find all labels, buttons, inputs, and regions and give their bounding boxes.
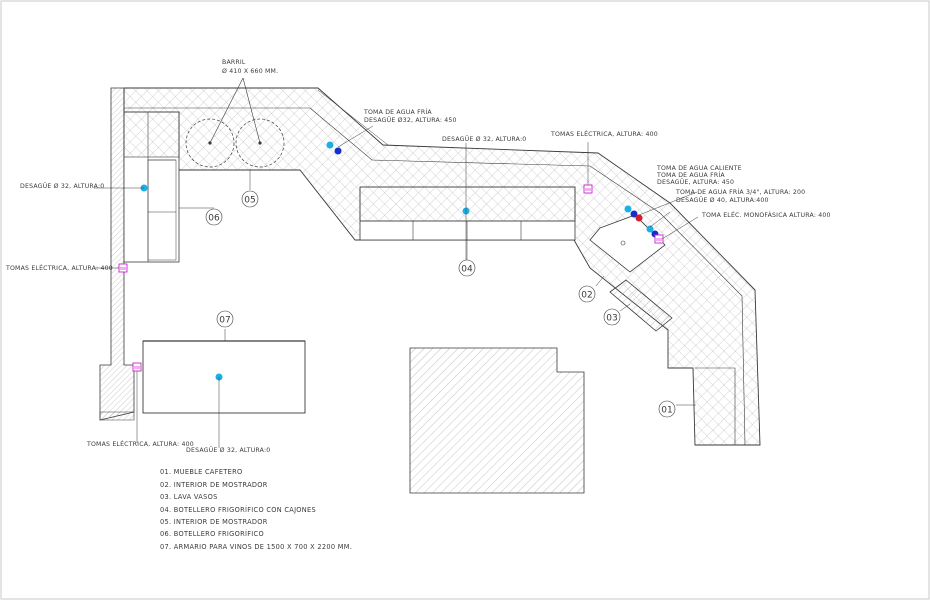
- coffee-unit-01: [695, 367, 736, 445]
- legend-item: 06. BOTELLERO FRIGORÍFICO: [160, 529, 264, 538]
- tag-06: 06: [205, 208, 223, 226]
- legend: 01. MUEBLE CAFETERO 02. INTERIOR DE MOST…: [160, 468, 352, 551]
- counter-inner-edge: [124, 107, 746, 446]
- drain-note-bottom: DESAGÜE Ø 32, ALTURA:0: [186, 445, 270, 454]
- socket-icon: [654, 234, 664, 244]
- legend-item: 05. INTERIOR DE MOSTRADOR: [160, 518, 268, 526]
- bottom-wall-stub: [99, 411, 135, 421]
- tag-04: 04: [458, 259, 476, 277]
- wine-cabinet-07: [142, 340, 306, 414]
- barrel-dims: Ø 410 X 660 MM.: [222, 67, 278, 75]
- cold-water-point-3: [646, 225, 654, 233]
- legend-item: 03. LAVA VASOS: [160, 493, 218, 501]
- svg-text:04: 04: [461, 265, 473, 275]
- drain-note-mid: DESAGÜE Ø 32, ALTURA:0: [442, 134, 526, 143]
- socket-icon: [132, 362, 142, 372]
- tag-01: 01: [658, 400, 676, 418]
- drain-note-left: DESAGÜE Ø 32, ALTURA:0: [20, 181, 104, 190]
- tag-03: 03: [603, 308, 621, 326]
- mono-socket-note: TOMA ELÉC. MONOFÁSICA ALTURA: 400: [701, 210, 831, 219]
- svg-text:03: 03: [606, 314, 617, 324]
- barrel-title: BARRIL: [222, 59, 246, 66]
- sockets-note-left: TOMAS ELÉCTRICA, ALTURA: 400: [5, 263, 113, 272]
- column-block: [409, 347, 585, 494]
- cold-water-note-1-line1: TOMA DE AGUA FRÍA: [363, 107, 432, 116]
- socket-icon: [118, 263, 128, 273]
- svg-text:01: 01: [661, 406, 672, 416]
- socket-icon: [583, 184, 593, 194]
- cold-water-point-2: [624, 205, 632, 213]
- svg-text:02: 02: [581, 291, 592, 301]
- tag-05: 05: [241, 190, 259, 208]
- cold-water-note-1-line2: DESAGÜE Ø32, ALTURA: 450: [364, 115, 457, 124]
- main-counter: [123, 87, 761, 446]
- sockets-note-right: TOMAS ELÉCTRICA, ALTURA: 400: [550, 129, 658, 138]
- tag-07: 07: [216, 310, 234, 328]
- counter-outer-edge: [317, 89, 389, 146]
- tag-02: 02: [578, 285, 596, 303]
- svg-text:07: 07: [219, 316, 230, 326]
- legend-item: 02. INTERIOR DE MOSTRADOR: [160, 481, 268, 489]
- svg-text:06: 06: [208, 214, 220, 224]
- barrel-right: [235, 118, 285, 168]
- svg-text:05: 05: [244, 196, 255, 206]
- hot-cold-note-line1: TOMA DE AGUA CALIENTE: [656, 165, 742, 172]
- legend-item: 01. MUEBLE CAFETERO: [160, 468, 242, 476]
- hot-cold-note-line2: TOMA DE AGUA FRÍA: [656, 170, 725, 179]
- sockets-note-bottom: TOMAS ELÉCTRICA, ALTURA: 400: [86, 439, 194, 448]
- cold-water-note-2-line1: TOMA DE AGUA FRÍA 3/4", ALTURA: 200: [675, 187, 805, 196]
- legend-item: 04. BOTELLERO FRIGORÍFICO CON CAJONES: [160, 505, 316, 514]
- cold-water-note-2-line2: DESAGÜE Ø 40, ALTURA:400: [676, 195, 769, 204]
- hot-water-point: [635, 214, 643, 222]
- legend-item: 07. ARMARIO PARA VINOS DE 1500 X 700 X 2…: [160, 543, 352, 551]
- cold-water-point-1: [326, 141, 334, 149]
- hot-cold-note-line3: DESAGÜE, ALTURA: 450: [657, 177, 734, 186]
- drain-point-1: [334, 147, 342, 155]
- barrel-left: [185, 118, 235, 168]
- glass-washer-03: [609, 279, 673, 332]
- drain-point-2: [630, 210, 638, 218]
- sink-02: [589, 214, 666, 273]
